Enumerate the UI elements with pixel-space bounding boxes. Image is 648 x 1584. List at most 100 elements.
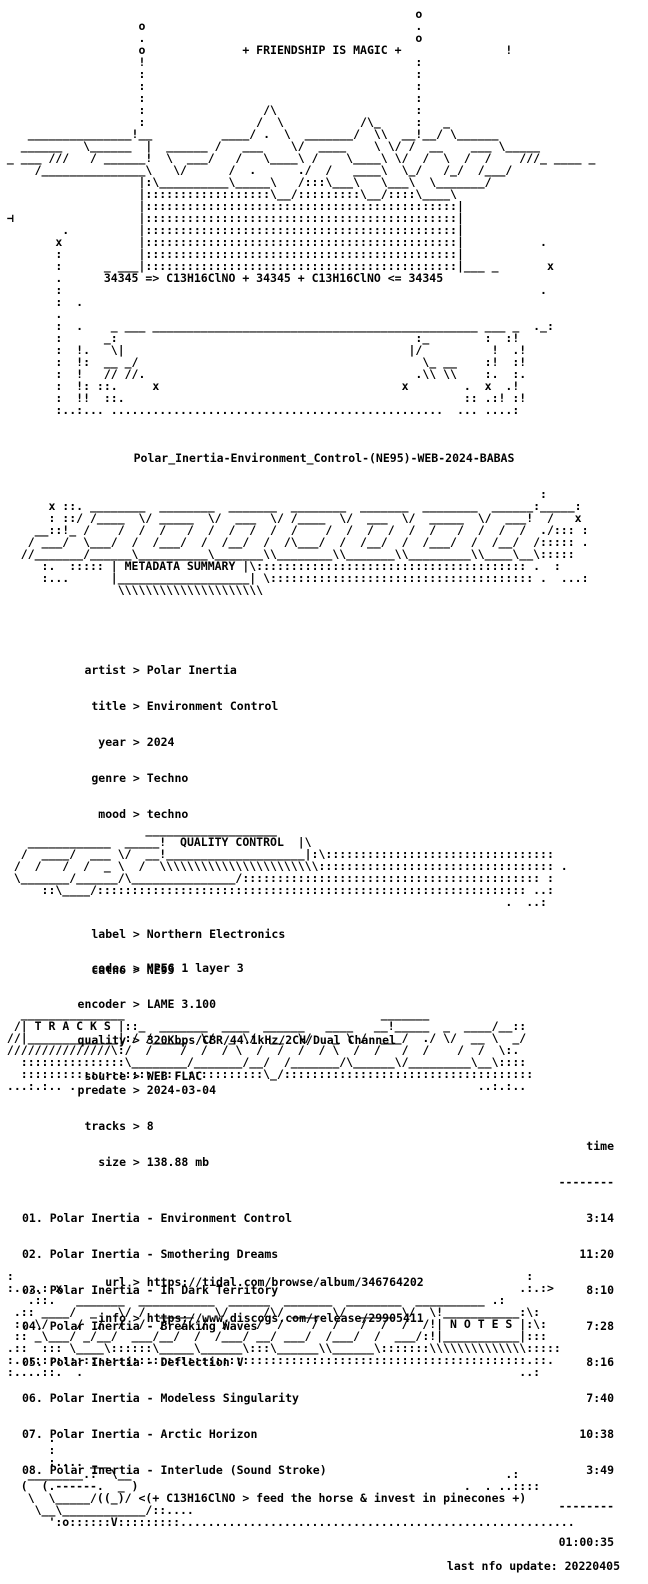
quality-section-title: QUALITY CONTROL [180, 835, 284, 849]
metadata-value: techno [146, 807, 189, 821]
quality-row: encoder > LAME 3.100 [0, 998, 648, 1010]
track-time: 8:16 [586, 1355, 614, 1369]
header-slogan: + FRIENDSHIP IS MAGIC + [242, 43, 402, 57]
metadata-row: url > https://tidal.com/browse/album/346… [0, 1276, 648, 1288]
metadata-value: Northern Electronics [146, 927, 286, 941]
total-time: 01:00:35 [558, 1535, 614, 1549]
track-name: 06. Polar Inertia - Modeless Singularity [22, 1391, 299, 1405]
track-time: 10:38 [579, 1427, 614, 1441]
metadata-value: Techno [146, 771, 189, 785]
last-update: last nfo update: 20220405 [446, 1559, 620, 1573]
formula-text: 34345 => C13H16ClNO + 34345 + C13H16ClNO… [103, 272, 444, 284]
time-header-underline: -------- [558, 1175, 614, 1189]
track-time: 7:40 [586, 1391, 614, 1405]
tracklist-total-row: 01:00:35 [0, 1536, 648, 1548]
metadata-row: predate > 2024-03-04 [0, 1084, 648, 1096]
tracklist-total-rule: -------- [0, 1500, 648, 1512]
track-row: 08. Polar Inertia - Interlude (Sound Str… [0, 1464, 648, 1476]
track-name: 04. Polar Inertia - Breaking Waves [22, 1319, 258, 1333]
tracklist-header-row: time [0, 1140, 648, 1152]
quality-key: encoder [77, 997, 126, 1011]
track-row: 07. Polar Inertia - Arctic Horizon 10:38 [0, 1428, 648, 1440]
metadata-row: year > 2024 [0, 736, 648, 748]
metadata-value: 2024-03-04 [146, 1083, 217, 1097]
total-rule: -------- [558, 1499, 614, 1513]
metadata-key: label [91, 927, 126, 941]
metadata-group-label: label > Northern Electronics catno > NE9… [0, 904, 648, 1000]
track-time: 3:49 [586, 1463, 614, 1477]
metadata-link[interactable]: https://www.discogs.com/release/29905411 [146, 1311, 424, 1325]
quality-row: codec > MPEG 1 layer 3 [0, 962, 648, 974]
track-name: 08. Polar Inertia - Interlude (Sound Str… [22, 1463, 327, 1477]
metadata-banner-art: : x ::. ________ ________ _______ ______… [20, 488, 589, 596]
header-ascii-art: o o . . o o + FRIENDSHIP IS MAGIC + ! [6, 8, 596, 416]
track-time: 7:28 [586, 1319, 614, 1333]
metadata-key: url [105, 1275, 126, 1289]
metadata-value: 8 [146, 1119, 154, 1133]
track-name: 03. Polar Inertia - In Dark Territory [22, 1283, 279, 1297]
metadata-key: genre [91, 771, 126, 785]
footer-tagline: <(+ C13H16ClNO > feed the horse & invest… [138, 1491, 527, 1505]
quality-value: WEB FLAC [146, 1069, 203, 1083]
metadata-key: mood [98, 807, 126, 821]
track-row: 04. Polar Inertia - Breaking Waves 7:28 [0, 1320, 648, 1332]
tracks-banner-art: _______________ _______ /| T R A C K S |… [6, 1008, 534, 1092]
metadata-row: catno > NE95 [0, 964, 648, 976]
track-row: 02. Polar Inertia - Smothering Dreams 11:… [0, 1248, 648, 1260]
quality-banner-art: ___________________ ____________ _____! … [13, 824, 568, 908]
quality-key: source [84, 1069, 126, 1083]
track-name: 07. Polar Inertia - Arctic Horizon [22, 1427, 258, 1441]
quality-row: quality > 320Kbps/CBR/44.1kHz/2CH/Dual C… [0, 1034, 648, 1046]
metadata-key: info [98, 1311, 126, 1325]
release-name: Polar_Inertia-Environment_Control-(NE95)… [133, 451, 515, 465]
metadata-block: artist > Polar Inertia title > Environme… [0, 616, 648, 1372]
time-column-header: time [586, 1139, 614, 1153]
metadata-key: predate [77, 1083, 126, 1097]
metadata-row: title > Environment Control [0, 700, 648, 712]
quality-value: MPEG 1 layer 3 [146, 961, 244, 975]
metadata-group-artist: artist > Polar Inertia title > Environme… [0, 640, 648, 844]
metadata-row: info > https://www.discogs.com/release/2… [0, 1312, 648, 1324]
metadata-link[interactable]: https://tidal.com/browse/album/346764202 [146, 1275, 424, 1289]
metadata-row: tracks > 8 [0, 1120, 648, 1132]
metadata-group-links: url > https://tidal.com/browse/album/346… [0, 1252, 648, 1348]
quality-value: LAME 3.100 [146, 997, 217, 1011]
metadata-row: mood > techno [0, 808, 648, 820]
track-name: 02. Polar Inertia - Smothering Dreams [22, 1247, 279, 1261]
quality-value: 320Kbps/CBR/44.1kHz/2CH/Dual Channel [146, 1033, 397, 1047]
tracks-section-title: T R A C K S [34, 1019, 111, 1033]
metadata-value: Environment Control [146, 699, 279, 713]
track-time: 3:14 [586, 1211, 614, 1225]
metadata-key: catno [91, 963, 126, 977]
track-row: 03. Polar Inertia - In Dark Territory 8:1… [0, 1284, 648, 1296]
metadata-value: NE95 [146, 963, 175, 977]
track-time: 8:10 [586, 1283, 614, 1297]
track-name: 05. Polar Inertia - Deflection V [22, 1355, 244, 1369]
metadata-row: label > Northern Electronics [0, 928, 648, 940]
metadata-key: tracks [84, 1119, 126, 1133]
notes-section-title: N O T E S [450, 1317, 513, 1331]
footer-ascii-art: . : :.... ___ ________.: \__ .: ( (.----… [20, 1432, 575, 1528]
track-name: 01. Polar Inertia - Environment Control [22, 1211, 293, 1225]
quality-block: codec > MPEG 1 layer 3 encoder > LAME 3.… [0, 938, 648, 1106]
metadata-section-title: METADATA SUMMARY [124, 559, 236, 573]
metadata-key: artist [84, 663, 126, 677]
track-time: 11:20 [579, 1247, 614, 1261]
metadata-key: title [91, 699, 126, 713]
quality-row: source > WEB FLAC [0, 1070, 648, 1082]
metadata-group-release: predate > 2024-03-04 tracks > 8 size > 1… [0, 1060, 648, 1192]
metadata-value: Polar Inertia [146, 663, 237, 677]
metadata-key: year [98, 735, 126, 749]
metadata-value: 138.88 mb [146, 1155, 210, 1169]
track-row: 06. Polar Inertia - Modeless Singularity… [0, 1392, 648, 1404]
notes-banner-art: : : :....: x .:.:> .::. _______ ________… [6, 1270, 561, 1378]
metadata-row: genre > Techno [0, 772, 648, 784]
quality-key: codec [91, 961, 126, 975]
metadata-row: artist > Polar Inertia [0, 664, 648, 676]
tracklist: time -------- 01. Polar Inertia - Enviro… [0, 1116, 648, 1572]
tracklist-header-rule: -------- [0, 1176, 648, 1188]
quality-key: quality [77, 1033, 126, 1047]
metadata-row: size > 138.88 mb [0, 1156, 648, 1168]
metadata-key: size [98, 1155, 126, 1169]
formula-line: 34345 => C13H16ClNO + 34345 + C13H16ClNO… [0, 272, 648, 284]
